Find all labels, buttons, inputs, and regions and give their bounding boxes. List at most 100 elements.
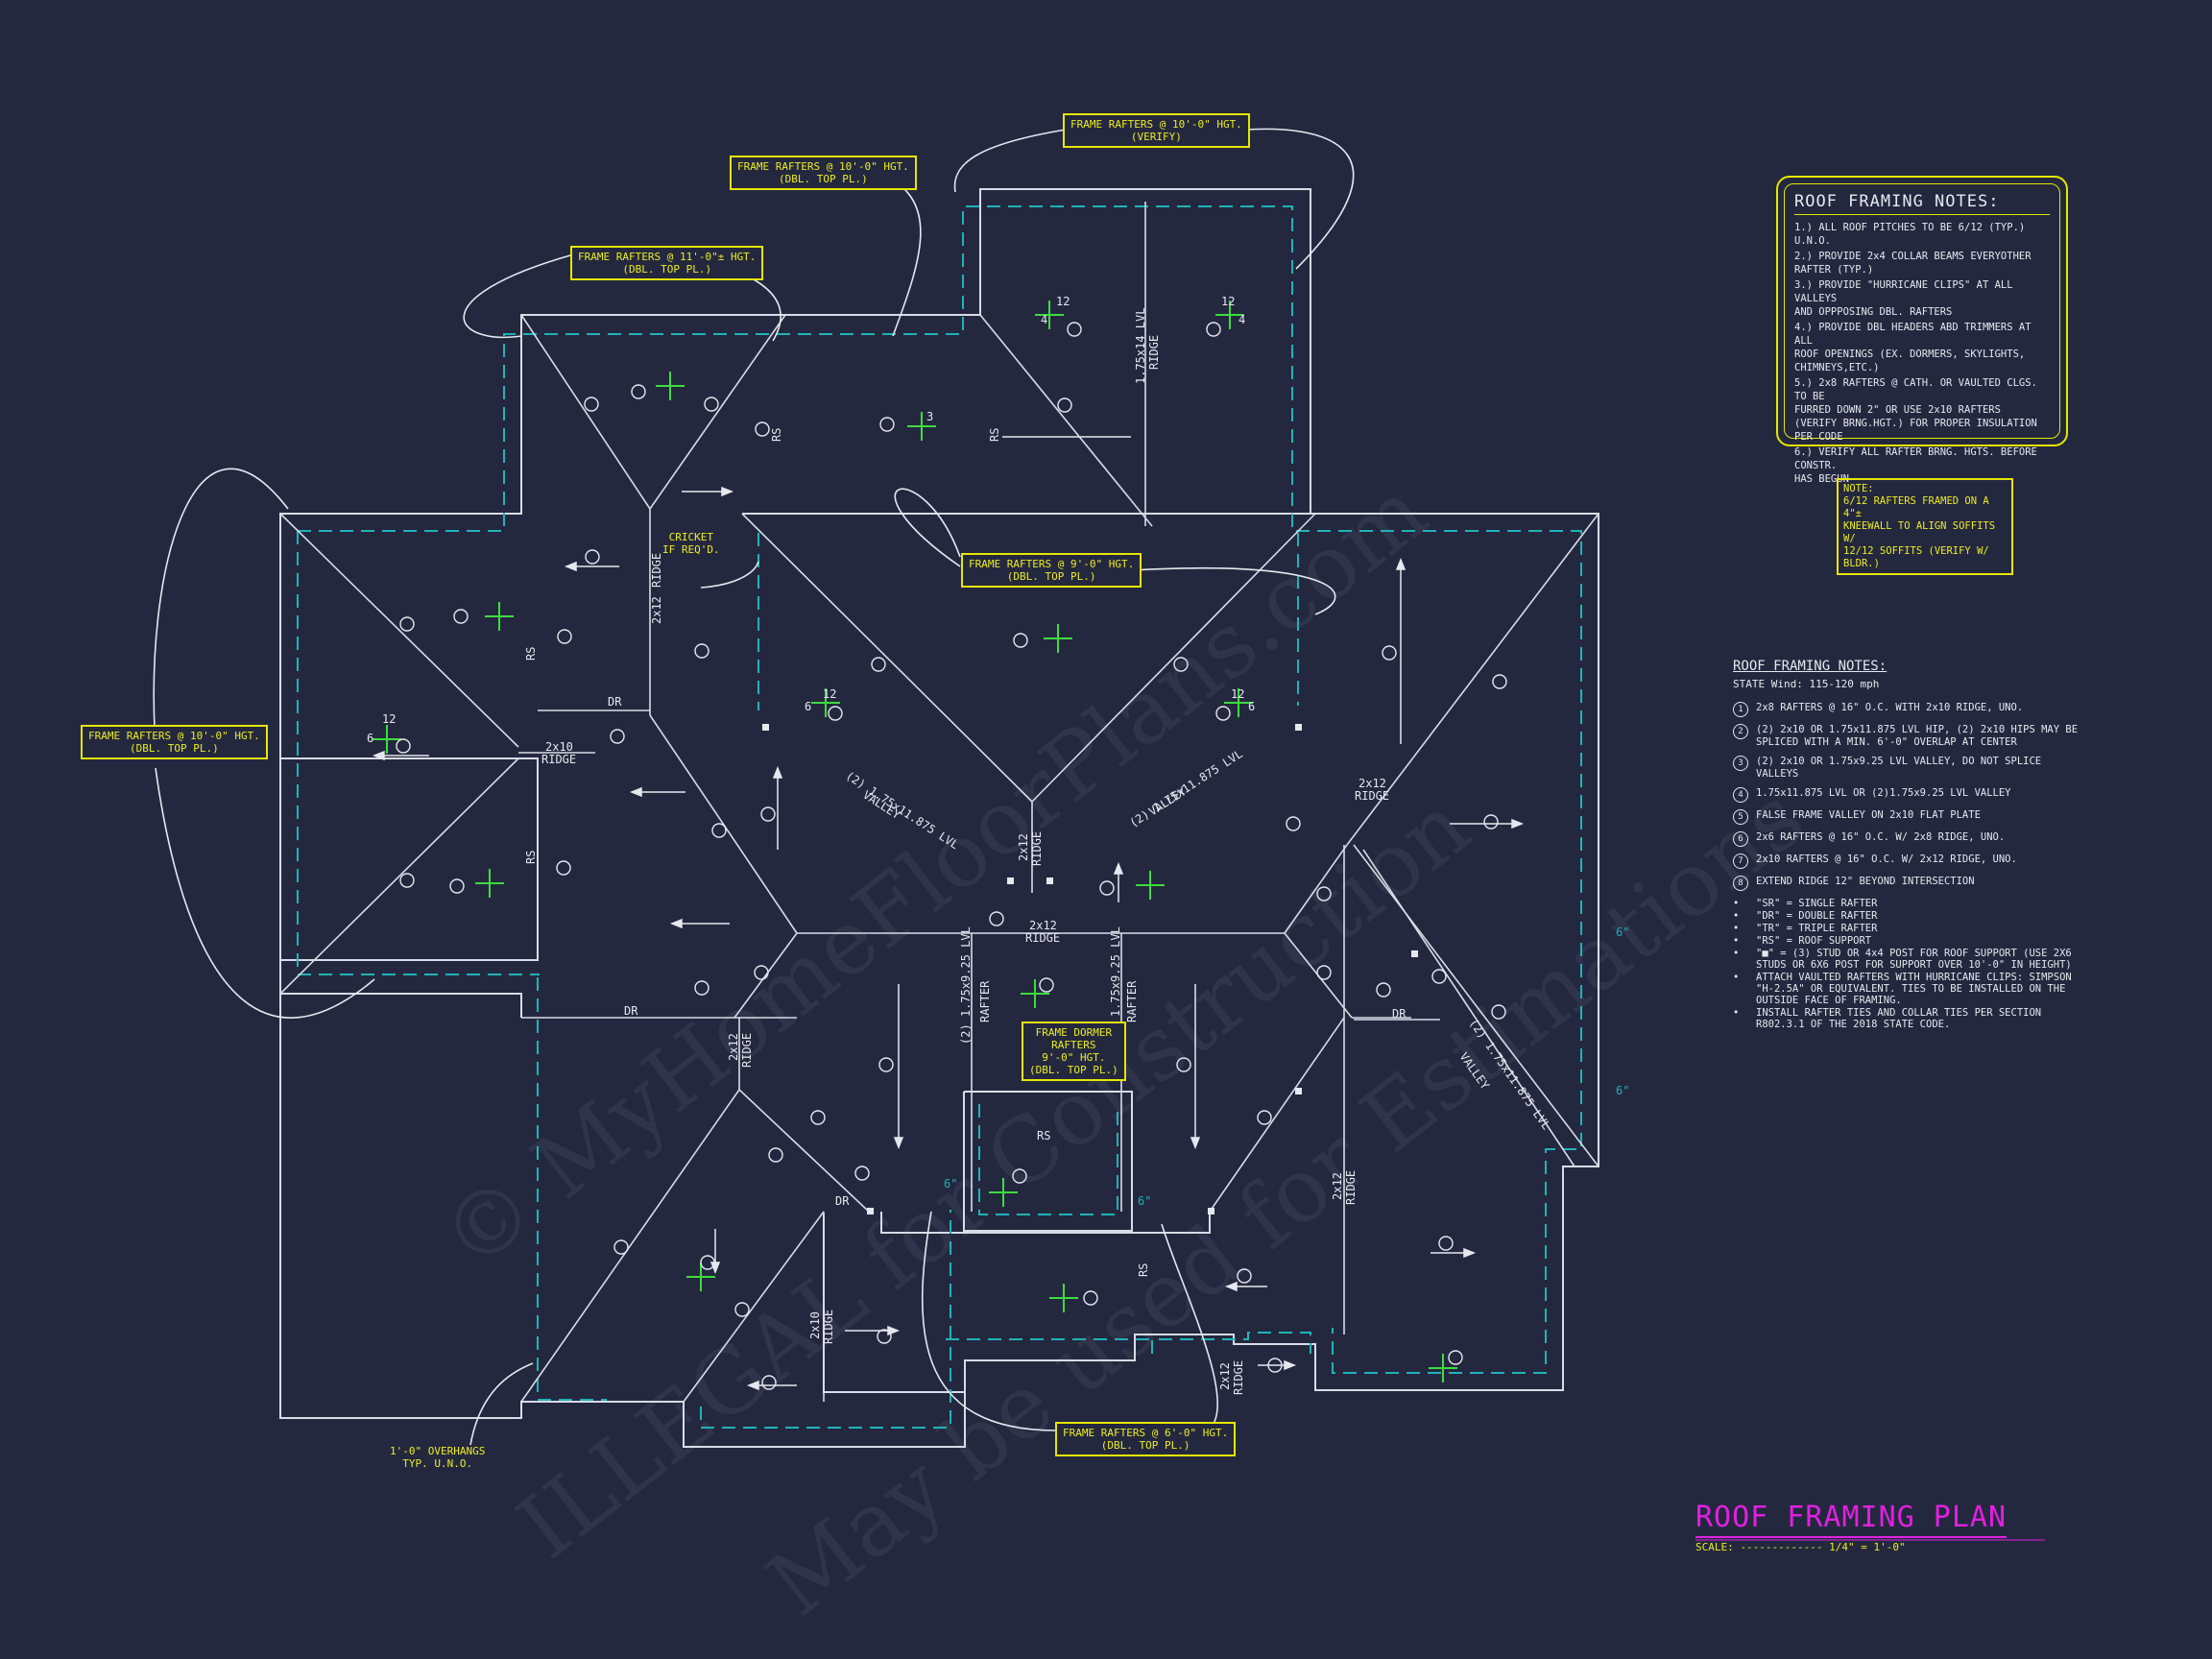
- hip-center-right: [1031, 513, 1316, 803]
- rs-label: RS: [770, 428, 783, 442]
- ridge-2x12-vert-center-label: 2x12: [1017, 833, 1030, 861]
- marker-1: [449, 878, 465, 894]
- marker-6: [1012, 1168, 1027, 1184]
- roof-note-item: 6.) VERIFY ALL RAFTER BRNG. HGTS. BEFORE…: [1794, 446, 2037, 485]
- overhang-lines: [297, 205, 1582, 1429]
- callout-line: (DBL. TOP PL.): [622, 263, 712, 276]
- arrow: [1258, 1359, 1297, 1371]
- callout-line: FRAME DORMER: [1035, 1026, 1113, 1039]
- legend-bullet: •"■" = (3) STUD OR 4x4 POST FOR ROOF SUP…: [1733, 948, 2079, 971]
- dormer-box: [963, 1091, 1133, 1232]
- ridge-2x12-vert-label-2: RIDGE: [650, 553, 663, 588]
- legend-wind-speed: STATE Wind: 115-120 mph: [1733, 678, 1880, 690]
- pitch-symbol: [811, 688, 840, 717]
- marker-2: [768, 1147, 783, 1163]
- roof-outline: [279, 188, 1599, 1448]
- hip-lower-left-c: [683, 1211, 825, 1403]
- callout-bottom: FRAME RAFTERS @ 6'-0" HGT. (DBL. TOP PL.…: [1055, 1422, 1237, 1456]
- callout-line: (DBL. TOP PL.): [1100, 1439, 1190, 1452]
- overhang-dash-left-wing: [297, 531, 540, 975]
- marker-1: [1382, 645, 1397, 661]
- valley-center-right: [1284, 844, 1348, 934]
- marker-4: [1257, 1110, 1272, 1125]
- marker-1: [453, 609, 469, 624]
- ridge-2x12-bottom-label: 2x12: [1218, 1362, 1232, 1390]
- callout-top-left-2: FRAME RAFTERS @ 10'-0" HGT. (DBL. TOP PL…: [730, 156, 917, 190]
- pitch-symbol: [989, 1178, 1018, 1207]
- marker-1: [1483, 814, 1499, 830]
- ridge-2x12-right-label: 2x12: [1358, 777, 1386, 790]
- hip-lower-left-a: [520, 1089, 740, 1403]
- pitch-symbol: [373, 725, 401, 754]
- ridge-2x12-lower-label-2: RIDGE: [1344, 1170, 1358, 1205]
- legend-bullet: •"RS" = ROOF SUPPORT: [1733, 935, 1872, 947]
- legend-bullet: •"DR" = DOUBLE RAFTER: [1733, 910, 1878, 922]
- pitch-12-label: 12: [1231, 687, 1244, 701]
- marker-3: [694, 643, 709, 659]
- rs-label: RS: [988, 428, 1001, 442]
- marker-2: [704, 397, 719, 412]
- pitch-4-label: 4: [1041, 313, 1047, 326]
- marker-1: [878, 1057, 894, 1072]
- legend-number: 1: [1733, 702, 1748, 717]
- valley-far-right-label-2: VALLEY: [1457, 1050, 1493, 1093]
- overhangs-label: 1'-0" OVERHANGS TYP. U.N.O.: [390, 1445, 485, 1470]
- legend-number: 6: [1733, 831, 1748, 847]
- hip-right-bottom: [1353, 844, 1599, 1167]
- pitch-symbol: [1044, 624, 1072, 653]
- marker-6: [1083, 1290, 1098, 1306]
- marker-8: [989, 911, 1004, 926]
- leader-bottom-a: [921, 1211, 1057, 1431]
- lvl-rafter-left-label-2: RAFTER: [978, 980, 992, 1022]
- arrow: [1431, 1247, 1477, 1259]
- legend-number: 2: [1733, 724, 1748, 739]
- drawing-title-block: ROOF FRAMING PLAN SCALE: ------------- 1…: [1695, 1501, 2008, 1553]
- marker-1: [760, 806, 776, 822]
- legend-text: (2) 2x10 OR 1.75x9.25 LVL VALLEY, DO NOT…: [1756, 756, 2042, 780]
- marker-2: [399, 616, 415, 632]
- ridge-2x12-bottom-label-2: RIDGE: [1232, 1360, 1245, 1395]
- rs-label: RS: [1037, 1129, 1050, 1142]
- scale-dashes: -------------: [1740, 1541, 1830, 1553]
- ridge-2x12-vert-low-label-2: RIDGE: [740, 1033, 754, 1068]
- leader-top-center: [953, 129, 1067, 193]
- rafter-arrows: [372, 436, 1525, 1391]
- legend-bullet-text: "TR" = TRIPLE RAFTER: [1756, 923, 1878, 934]
- legend-bullet-text: ATTACH VAULTED RAFTERS WITH HURRICANE CL…: [1756, 972, 2072, 1006]
- callout-line: (VERIFY): [1130, 131, 1182, 143]
- cricket-line: CRICKET: [668, 531, 713, 543]
- cricket-line: IF REQ'D.: [662, 543, 720, 556]
- leader-center-b: [1116, 566, 1336, 615]
- marker-8: [610, 729, 625, 744]
- arrow: [746, 1380, 797, 1391]
- arrow: [1113, 861, 1124, 902]
- marker-1: [1215, 706, 1231, 721]
- marker-1: [1099, 880, 1115, 896]
- leader-overhang: [469, 1362, 534, 1446]
- callout-top-center: FRAME RAFTERS @ 10'-0" HGT. (VERIFY): [1063, 113, 1250, 148]
- marker-2: [1316, 965, 1332, 980]
- marker-1: [1237, 1268, 1252, 1284]
- roof-note-item: 5.) 2x8 RAFTERS @ CATH. OR VAULTED CLGS.…: [1794, 377, 2037, 443]
- ridge-2x10-label-2: RIDGE: [541, 753, 576, 766]
- marker-1: [585, 549, 600, 565]
- legend-bullet-text: INSTALL RAFTER TIES AND COLLAR TIES PER …: [1756, 1007, 2042, 1030]
- callout-line: RAFTERS: [1051, 1039, 1096, 1051]
- marker-6: [879, 417, 895, 432]
- hip-right-lower-diag: [1362, 849, 1575, 1167]
- ridge-2x12-vert-center-label-2: RIDGE: [1030, 831, 1044, 866]
- pitch-symbol: [485, 602, 514, 631]
- callout-line: (DBL. TOP PL.): [1006, 570, 1096, 583]
- hip-lower-right-a: [1209, 1017, 1345, 1213]
- pitch-symbol: [1021, 979, 1049, 1008]
- pitch-6-label: 6: [1248, 700, 1255, 713]
- marker-2: [399, 873, 415, 888]
- legend-title: ROOF FRAMING NOTES:: [1733, 659, 1887, 674]
- marker-6: [1448, 1350, 1463, 1365]
- leader-lines: [153, 128, 1355, 1446]
- callout-line: (DBL. TOP PL.): [779, 173, 868, 185]
- callout-line: FRAME RAFTERS @ 11'-0"± HGT.: [578, 251, 757, 263]
